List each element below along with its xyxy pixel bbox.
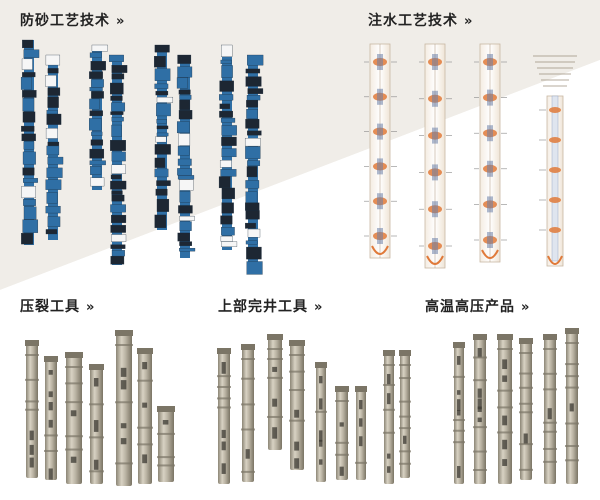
steel-tool-cylinder [157, 406, 175, 482]
steel-tool-cylinder [115, 330, 133, 486]
steel-tool-cylinder [497, 334, 513, 484]
water-injection-well-diagram [419, 43, 452, 269]
steel-tool-cylinder [241, 344, 255, 482]
water-injection-well-diagram [364, 43, 397, 259]
fracturing-tools-image [25, 330, 175, 486]
sand-control-tool [20, 39, 40, 245]
steel-tool-cylinder [335, 386, 349, 480]
sand-control-tool [154, 44, 174, 230]
steel-tool-cylinder [473, 334, 487, 484]
steel-tool-cylinder [289, 340, 305, 470]
heading-fracturing-tools: 压裂工具» [20, 299, 96, 315]
steel-tool-cylinder [44, 356, 58, 480]
steel-tool-cylinder [217, 348, 231, 484]
steel-tool-cylinder [89, 364, 104, 484]
steel-tool-cylinder [565, 328, 579, 484]
steel-tool-cylinder [543, 334, 557, 484]
steel-tool-cylinder [65, 352, 83, 484]
heading-water-injection: 注水工艺技术» [368, 13, 474, 29]
steel-tool-cylinder [315, 362, 327, 482]
steel-tool-cylinder [399, 350, 411, 478]
heading-sand-control: 防砂工艺技术» [20, 13, 126, 29]
steel-tool-cylinder [137, 348, 153, 484]
sand-control-tool [244, 54, 264, 275]
steel-tool-cylinder [25, 340, 39, 478]
steel-tool-cylinder [453, 342, 465, 484]
sand-control-tool [89, 44, 108, 190]
steel-tool-cylinder [355, 386, 367, 480]
heading-upper-completion-tools: 上部完井工具» [218, 299, 324, 315]
hpht-products-image [453, 328, 579, 484]
sand-control-tool [176, 54, 196, 258]
steel-tool-cylinder [383, 350, 395, 484]
water-injection-wellhead-diagram [533, 55, 577, 267]
sand-control-tool-strings [20, 39, 264, 275]
sand-control-tool [109, 54, 128, 265]
sand-control-tool [45, 54, 64, 240]
water-injection-diagrams [364, 43, 577, 269]
steel-tool-cylinder [267, 334, 283, 450]
upper-completion-tools-image [217, 334, 411, 484]
water-injection-well-diagram [474, 43, 507, 263]
sand-control-tool [218, 44, 238, 250]
heading-hpht-products: 高温高压产品» [425, 299, 531, 315]
steel-tool-cylinder [519, 338, 533, 480]
